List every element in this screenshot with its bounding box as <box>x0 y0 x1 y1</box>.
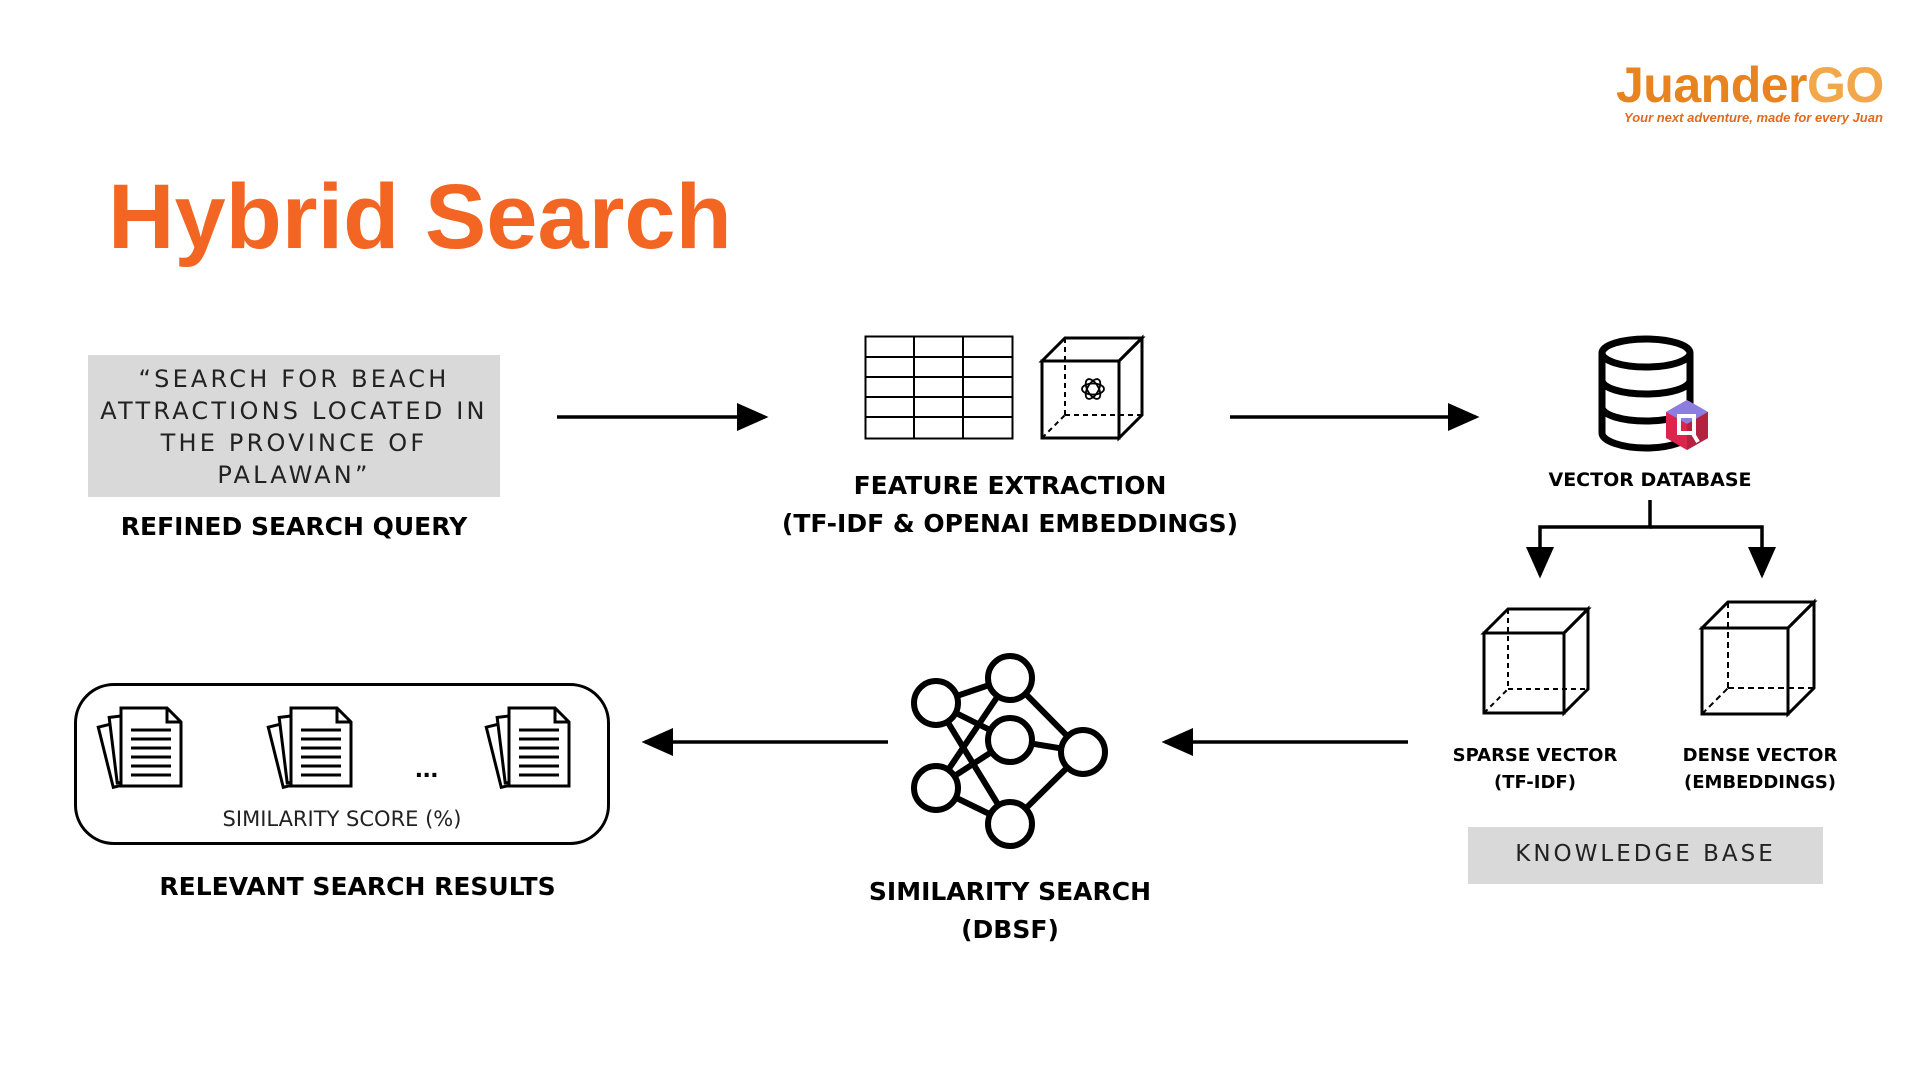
relevant-results-label: RELEVANT SEARCH RESULTS <box>159 872 556 901</box>
search-query-text: “SEARCH FOR BEACH ATTRACTIONS LOCATED IN… <box>100 365 488 489</box>
document-stack-icon <box>484 706 571 790</box>
table-icon <box>864 335 1014 440</box>
knowledge-base-label: KNOWLEDGE BASE <box>1515 841 1776 867</box>
neural-network-icon <box>911 653 1108 849</box>
dense-vector-cube-icon <box>1698 598 1818 718</box>
feature-extraction-line1: FEATURE EXTRACTION <box>853 471 1167 500</box>
dense-vector-line2: (EMBEDDINGS) <box>1683 772 1837 793</box>
search-query-box: “SEARCH FOR BEACH ATTRACTIONS LOCATED IN… <box>88 355 500 497</box>
cube-icon <box>1038 334 1146 442</box>
sparse-vector-label: SPARSE VECTOR (TF-IDF) <box>1440 742 1630 796</box>
similarity-search-line1: SIMILARITY SEARCH <box>868 877 1152 906</box>
dense-vector-line1: DENSE VECTOR <box>1682 745 1838 766</box>
vector-database-label: VECTOR DATABASE <box>1548 469 1752 491</box>
document-stack-icon <box>266 706 353 790</box>
qdrant-icon <box>1666 400 1708 450</box>
openai-icon <box>1081 378 1105 400</box>
dense-vector-label: DENSE VECTOR (EMBEDDINGS) <box>1665 742 1855 796</box>
similarity-score-label: SIMILARITY SCORE (%) <box>222 807 462 831</box>
refined-query-label: REFINED SEARCH QUERY <box>120 512 468 541</box>
sparse-vector-line1: SPARSE VECTOR <box>1452 745 1618 766</box>
feature-extraction-line2: (TF-IDF & OPENAI EMBEDDINGS) <box>781 509 1239 538</box>
logo-tagline: Your next adventure, made for every Juan <box>1624 110 1883 125</box>
similarity-search-label: SIMILARITY SEARCH (DBSF) <box>860 873 1160 949</box>
page-title: Hybrid Search <box>108 166 732 268</box>
search-results-panel: ... SIMILARITY SCORE (%) <box>74 683 610 845</box>
similarity-search-line2: (DBSF) <box>961 915 1059 944</box>
juandergo-logo <box>1610 50 1900 130</box>
sparse-vector-cube-icon <box>1480 605 1592 717</box>
knowledge-base-box: KNOWLEDGE BASE <box>1468 827 1823 884</box>
more-results-ellipsis: ... <box>415 752 439 783</box>
document-stack-icon <box>96 706 183 790</box>
logo-wordmark: JuanderGO <box>1616 57 1884 113</box>
sparse-vector-line2: (TF-IDF) <box>1494 772 1576 793</box>
feature-extraction-label: FEATURE EXTRACTION (TF-IDF & OPENAI EMBE… <box>780 467 1240 543</box>
